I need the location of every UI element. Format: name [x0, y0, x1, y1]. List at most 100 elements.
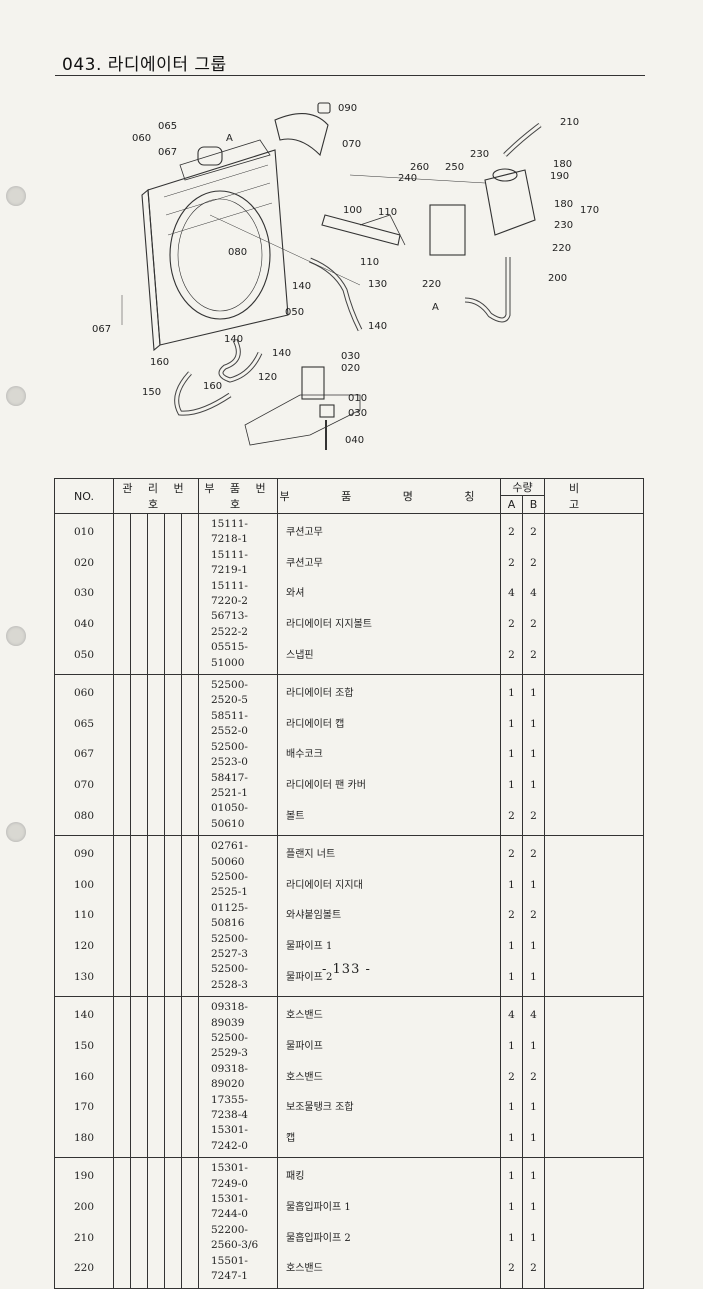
mgmt-cell: [147, 708, 165, 740]
mgmt-cell: [181, 512, 199, 548]
mgmt-cell: [147, 547, 165, 579]
mgmt-cell: [164, 996, 182, 1031]
mgmt-cell: [164, 1157, 182, 1193]
mgmt-cell: [164, 770, 182, 802]
radiator-core: [147, 149, 289, 346]
remark-cell: [544, 674, 644, 709]
mgmt-cell: [147, 640, 165, 676]
mgmt-cell: [130, 770, 148, 802]
remark-cell: [544, 1123, 644, 1159]
part-number-cell: 15111-7219-1: [198, 547, 278, 579]
mgmt-cell: [113, 1123, 131, 1159]
qty-a-cell: 1: [500, 1192, 523, 1223]
part-name-cell: 라디에이터 팬 카버: [277, 770, 501, 802]
tank-bracket: [429, 204, 466, 256]
qty-b-cell: 1: [522, 1192, 545, 1223]
qty-b-cell: 2: [522, 640, 545, 676]
qty-b-cell: 2: [522, 547, 545, 579]
col-no-header: NO.: [54, 478, 114, 514]
callout-label: 100: [343, 205, 362, 216]
mgmt-cell: [130, 1031, 148, 1062]
mgmt-cell: [113, 869, 131, 901]
mgmt-cell: [164, 708, 182, 740]
remark-cell: [544, 1031, 644, 1062]
qty-a-cell: 1: [500, 708, 523, 740]
part-name-cell: 플랜지 너트: [277, 835, 501, 870]
mgmt-cell: [181, 674, 199, 709]
qty-b-cell: 2: [522, 900, 545, 932]
mgmt-cell: [147, 900, 165, 932]
mgmt-cell: [181, 931, 199, 963]
qty-a-cell: 1: [500, 1157, 523, 1193]
remark-cell: [544, 770, 644, 802]
qty-b-cell: 2: [522, 801, 545, 837]
mgmt-cell: [164, 1123, 182, 1159]
callout-label: 030: [348, 408, 367, 419]
mgmt-cell: [130, 869, 148, 901]
part-number-cell: 05515-51000: [198, 640, 278, 676]
part-name-cell: 라디에이터 지지대: [277, 869, 501, 901]
qty-b-cell: 1: [522, 1092, 545, 1124]
mgmt-cell: [164, 547, 182, 579]
mgmt-cell: [147, 1061, 165, 1093]
part-name-cell: 물파이프: [277, 1031, 501, 1062]
qty-a-cell: 4: [500, 996, 523, 1031]
qty-b-cell: 2: [522, 512, 545, 548]
callout-label: 220: [552, 243, 571, 254]
part-name-cell: 물파이프 1: [277, 931, 501, 963]
callout-label: 040: [345, 435, 364, 446]
remark-cell: [544, 739, 644, 771]
callout-label: 170: [580, 205, 599, 216]
callout-label: 210: [560, 117, 579, 128]
mgmt-cell: [113, 1157, 131, 1193]
remark-cell: [544, 1253, 644, 1289]
mgmt-cell: [113, 609, 131, 641]
mgmt-cell: [181, 1092, 199, 1124]
title-divider: [55, 75, 645, 76]
mgmt-cell: [113, 1092, 131, 1124]
callout-label: 150: [142, 387, 161, 398]
part-name-cell: 쿠션고무: [277, 547, 501, 579]
mgmt-cell: [147, 770, 165, 802]
callout-label: 160: [203, 381, 222, 392]
page-title: 043. 라디에이터 그룹: [62, 55, 227, 75]
part-no-cell: 100: [54, 869, 114, 901]
part-no-cell: 150: [54, 1031, 114, 1062]
callout-label: 140: [292, 281, 311, 292]
mgmt-cell: [147, 578, 165, 610]
part-no-cell: 190: [54, 1157, 114, 1193]
remark-cell: [544, 708, 644, 740]
binder-hole: [6, 822, 26, 842]
mgmt-cell: [181, 962, 199, 998]
remark-cell: [544, 835, 644, 870]
remark-cell: [544, 869, 644, 901]
qty-b-cell: 1: [522, 931, 545, 963]
remark-cell: [544, 962, 644, 998]
part-no-cell: 210: [54, 1222, 114, 1254]
qty-b-cell: 1: [522, 1157, 545, 1193]
mgmt-cell: [181, 640, 199, 676]
binder-hole: [6, 626, 26, 646]
callout-label: 030: [341, 351, 360, 362]
mgmt-cell: [164, 512, 182, 548]
part-number-cell: 15301-7244-0: [198, 1192, 278, 1223]
mgmt-cell: [181, 1192, 199, 1223]
part-no-cell: 067: [54, 739, 114, 771]
mgmt-cell: [164, 962, 182, 998]
mgmt-cell: [130, 640, 148, 676]
qty-b-cell: 2: [522, 835, 545, 870]
qty-a-cell: 2: [500, 900, 523, 932]
qty-a-cell: 1: [500, 962, 523, 998]
callout-label: 090: [338, 103, 357, 114]
remark-cell: [544, 578, 644, 610]
binder-hole: [6, 386, 26, 406]
mgmt-cell: [147, 962, 165, 998]
mgmt-cell: [130, 835, 148, 870]
part-name-cell: 배수코크: [277, 739, 501, 771]
part-number-cell: 15301-7249-0: [198, 1157, 278, 1193]
mgmt-cell: [130, 674, 148, 709]
